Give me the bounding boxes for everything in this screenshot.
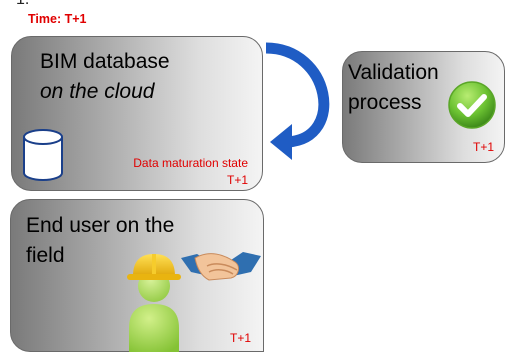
end-user-box: End user on the field <box>10 199 264 352</box>
end-user-time-label: T+1 <box>229 331 251 345</box>
time-label: Time: T+1 <box>28 12 87 26</box>
handshake-icon <box>181 252 261 281</box>
bim-database-box: BIM database on the cloud Data maturatio… <box>11 36 263 191</box>
bim-time-label: T+1 <box>226 173 248 187</box>
bim-title-line2: on the cloud <box>40 80 155 103</box>
green-checkmark-icon <box>448 81 496 129</box>
database-cylinder-icon <box>23 129 63 181</box>
validation-time-label: T+1 <box>472 140 494 154</box>
data-maturation-state-label: Data maturation state <box>133 156 248 170</box>
bim-title-line1: BIM database <box>40 50 170 73</box>
validation-process-box: Validation process T+1 <box>342 51 505 163</box>
construction-worker-icon <box>127 254 181 352</box>
end-user-title-line2: field <box>26 244 65 267</box>
validation-title-line2: process <box>348 91 422 114</box>
top-fragment-text: 1. <box>16 0 29 9</box>
validation-title-line1: Validation <box>348 61 439 84</box>
round-trip-arrow-icon <box>265 42 330 160</box>
end-user-title-line1: End user on the <box>26 214 175 237</box>
